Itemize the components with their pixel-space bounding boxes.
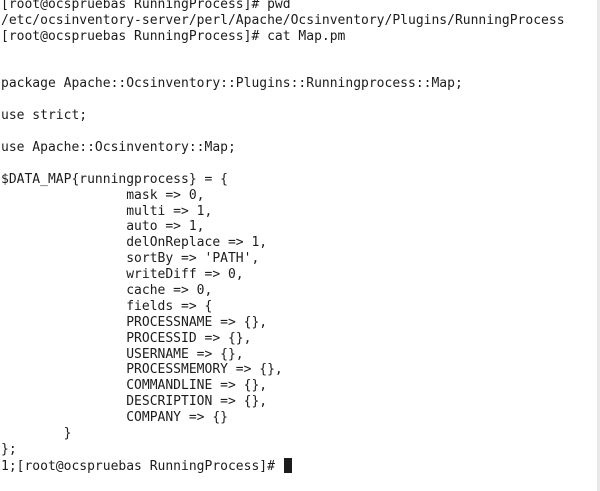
terminal-line: [root@ocspruebas RunningProcess]# pwd xyxy=(1,0,291,12)
terminal-line: multi => 1, xyxy=(1,203,213,219)
terminal-line: /etc/ocsinventory-server/perl/Apache/Ocs… xyxy=(1,12,565,28)
terminal-output: [root@ocspruebas RunningProcess]# pwd/et… xyxy=(1,0,600,474)
terminal-line: cache => 0, xyxy=(1,283,213,299)
terminal-line xyxy=(1,61,600,77)
terminal-line: mask => 0, xyxy=(1,187,205,203)
terminal-line: $DATA_MAP{runningprocess} = { xyxy=(1,171,228,187)
terminal-line: [root@ocspruebas RunningProcess]# cat Ma… xyxy=(1,28,346,44)
terminal-line: } xyxy=(1,426,72,442)
terminal-line: writeDiff => 0, xyxy=(1,267,244,283)
terminal-line: COMMANDLINE => {}, xyxy=(1,378,268,394)
terminal-line: sortBy => 'PATH', xyxy=(1,251,260,267)
terminal-line: USERNAME => {}, xyxy=(1,346,244,362)
terminal-line: COMPANY => {} xyxy=(1,410,228,426)
terminal-line xyxy=(1,124,600,140)
terminal-line xyxy=(1,92,600,108)
terminal-line: use strict; xyxy=(1,108,88,124)
terminal-line: PROCESSID => {}, xyxy=(1,330,252,346)
terminal-line: PROCESSNAME => {}, xyxy=(1,314,268,330)
terminal-line: DESCRIPTION => {}, xyxy=(1,394,268,410)
terminal-line xyxy=(1,156,600,172)
terminal-line: }; xyxy=(1,441,17,457)
terminal-line: delOnReplace => 1, xyxy=(1,235,268,251)
terminal-line: package Apache::Ocsinventory::Plugins::R… xyxy=(1,76,463,92)
terminal-prompt-line[interactable]: 1;[root@ocspruebas RunningProcess]# xyxy=(1,457,600,474)
text-cursor xyxy=(283,457,292,473)
terminal-line: fields => { xyxy=(1,298,213,314)
terminal-line: PROCESSMEMORY => {}, xyxy=(1,362,283,378)
terminal-line: auto => 1, xyxy=(1,219,205,235)
shell-prompt: 1;[root@ocspruebas RunningProcess]# xyxy=(1,458,283,474)
terminal-line: use Apache::Ocsinventory::Map; xyxy=(1,140,236,156)
terminal-scrollbar[interactable] xyxy=(597,0,600,491)
terminal-line xyxy=(1,45,600,61)
